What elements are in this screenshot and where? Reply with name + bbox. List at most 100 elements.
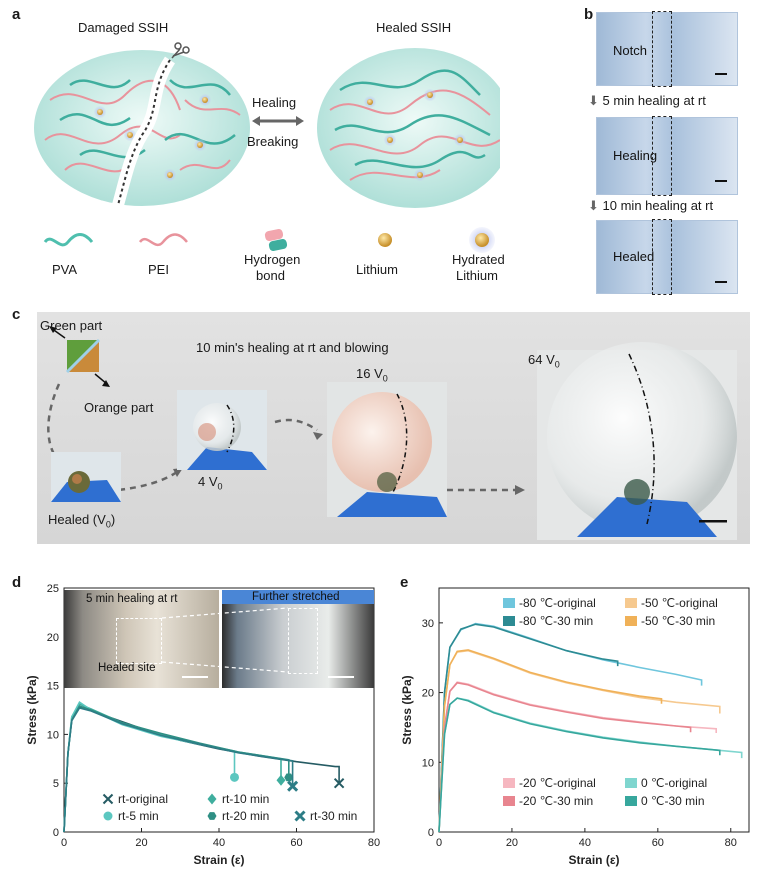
stage-64-sub: 0 — [554, 359, 560, 370]
stage-4-prefix: 4 V — [198, 474, 218, 489]
x-axis-label: Strain (ε) — [193, 853, 244, 867]
healed-ssih-title: Healed SSIH — [376, 20, 452, 35]
x-tick-label: 20 — [135, 837, 147, 849]
legend-hydrated-label: Hydrated — [452, 252, 505, 267]
down-arrow-icon: ⬇ — [588, 198, 599, 213]
sixteen-v0-photo — [327, 382, 447, 517]
healing-scale-bar — [715, 180, 727, 182]
healed-label: Healed — [613, 249, 655, 264]
x-tick-label: 80 — [725, 837, 737, 849]
stage-16-sub: 0 — [382, 373, 388, 384]
plot-frame — [438, 587, 750, 833]
green-orange-square — [65, 338, 101, 374]
legend-pei-label: PEI — [148, 262, 169, 277]
inset-right-scale-bar — [328, 676, 354, 678]
series-end-marker-4 — [287, 780, 299, 792]
panel-d-letter: d — [12, 574, 22, 591]
healed-strip-photo: Healed — [596, 219, 738, 295]
legend-marker-0 — [102, 793, 114, 805]
stage-64-v0: 64 V0 — [528, 352, 560, 370]
legend-lithium-label: Lithium — [356, 262, 398, 277]
series-line-3 — [438, 649, 663, 833]
stage-16-prefix: 16 V — [356, 366, 383, 381]
healing-breaking-arrow — [252, 116, 304, 126]
legend-label-6: 0 ℃-original — [641, 776, 707, 790]
orange-part-label: Orange part — [84, 400, 154, 415]
healed-gel-ellipse — [317, 48, 500, 208]
inset-right-dashed-box — [288, 608, 318, 674]
y-tick-label: 30 — [422, 618, 434, 630]
legend-label-3: -50 ℃-30 min — [641, 614, 715, 628]
notch-strip-photo: Notch — [596, 11, 738, 87]
y-tick-label: 10 — [422, 757, 434, 769]
series-line-1 — [438, 623, 619, 833]
stage-healed-sub: 0 — [105, 519, 111, 530]
inset-left-dashed-box — [116, 618, 162, 664]
series-line-4 — [63, 707, 294, 833]
legend-swatch-6 — [625, 778, 637, 788]
step-1-label: 5 min healing at rt — [602, 93, 706, 108]
inset-zoom-lines — [161, 607, 289, 673]
panel-c-letter: c — [12, 306, 21, 323]
series-end-marker-3 — [284, 773, 294, 782]
x-tick-label: 0 — [436, 837, 442, 849]
damaged-gel-ellipse — [34, 50, 250, 207]
step-arrow-1: ⬇ 5 min healing at rt — [588, 93, 706, 109]
legend-swatch-0 — [503, 598, 515, 608]
balloon-caption: 10 min's healing at rt and blowing — [196, 340, 389, 355]
legend-label-5: -20 ℃-30 min — [519, 794, 593, 808]
series-line-6 — [438, 697, 743, 833]
inset-left-title: 5 min healing at rt — [86, 593, 178, 605]
healing-strip-photo: Healing — [596, 116, 738, 196]
legend-swatch-2 — [625, 598, 637, 608]
legend-marker-1 — [207, 793, 217, 805]
healed-dashed-box — [652, 219, 672, 295]
y-tick-label: 0 — [428, 827, 434, 839]
green-part-label: Green part — [40, 318, 103, 333]
legend-label-7: 0 ℃-30 min — [641, 794, 705, 808]
legend-swatch-5 — [503, 796, 515, 806]
legend-swatch-7 — [625, 796, 637, 806]
legend-label-3: rt-20 min — [222, 809, 269, 823]
legend-hydrated-label-2: Lithium — [456, 268, 498, 283]
series-line-4 — [438, 681, 717, 833]
x-axis-label: Strain (ε) — [568, 853, 619, 867]
hydrated-lithium-icon — [469, 227, 495, 253]
hydrogen-bond-icon — [264, 228, 288, 252]
legend-swatch-1 — [503, 616, 515, 626]
balloon-sequence-illustration — [47, 326, 737, 540]
x-tick-label: 60 — [290, 837, 302, 849]
y-tick-label: 25 — [47, 583, 59, 595]
inset-right-blue-strip — [222, 590, 374, 604]
series-line-7 — [438, 697, 721, 833]
lithium-sphere-icon — [378, 233, 392, 247]
inset-left-scale-bar — [182, 676, 208, 678]
x-tick-label: 80 — [368, 837, 380, 849]
x-tick-label: 0 — [61, 837, 67, 849]
inset-photo-left: 5 min healing at rt Healed site — [64, 590, 219, 688]
y-tick-label: 5 — [53, 778, 59, 790]
x-tick-label: 60 — [652, 837, 664, 849]
legend-swatch-3 — [625, 616, 637, 626]
y-tick-label: 10 — [47, 729, 59, 741]
legend-label-2: -50 ℃-original — [641, 596, 718, 610]
step-arrow-2: ⬇ 10 min healing at rt — [588, 198, 713, 214]
y-tick-label: 20 — [47, 632, 59, 644]
stage-4-v0: 4 V0 — [198, 474, 223, 492]
stage-healed-suffix: ) — [110, 512, 116, 527]
series-end-marker-1 — [276, 774, 286, 786]
x-tick-label: 40 — [579, 837, 591, 849]
legend-label-4: rt-30 min — [310, 809, 357, 823]
legend-label-1: rt-10 min — [222, 792, 269, 806]
healed-v0-photo — [51, 452, 121, 502]
y-tick-label: 15 — [47, 681, 59, 693]
balloon-scale-bar — [699, 520, 727, 523]
panel-b-letter: b — [584, 6, 594, 23]
inset-photo-right: Further stretched — [222, 590, 374, 688]
panel-a-network-illustration — [34, 42, 500, 208]
legend-label-2: rt-5 min — [118, 809, 159, 823]
inset-right-title: Further stretched — [252, 591, 340, 603]
series-end-marker-2 — [230, 772, 239, 782]
stage-16-v0: 16 V0 — [356, 366, 388, 384]
